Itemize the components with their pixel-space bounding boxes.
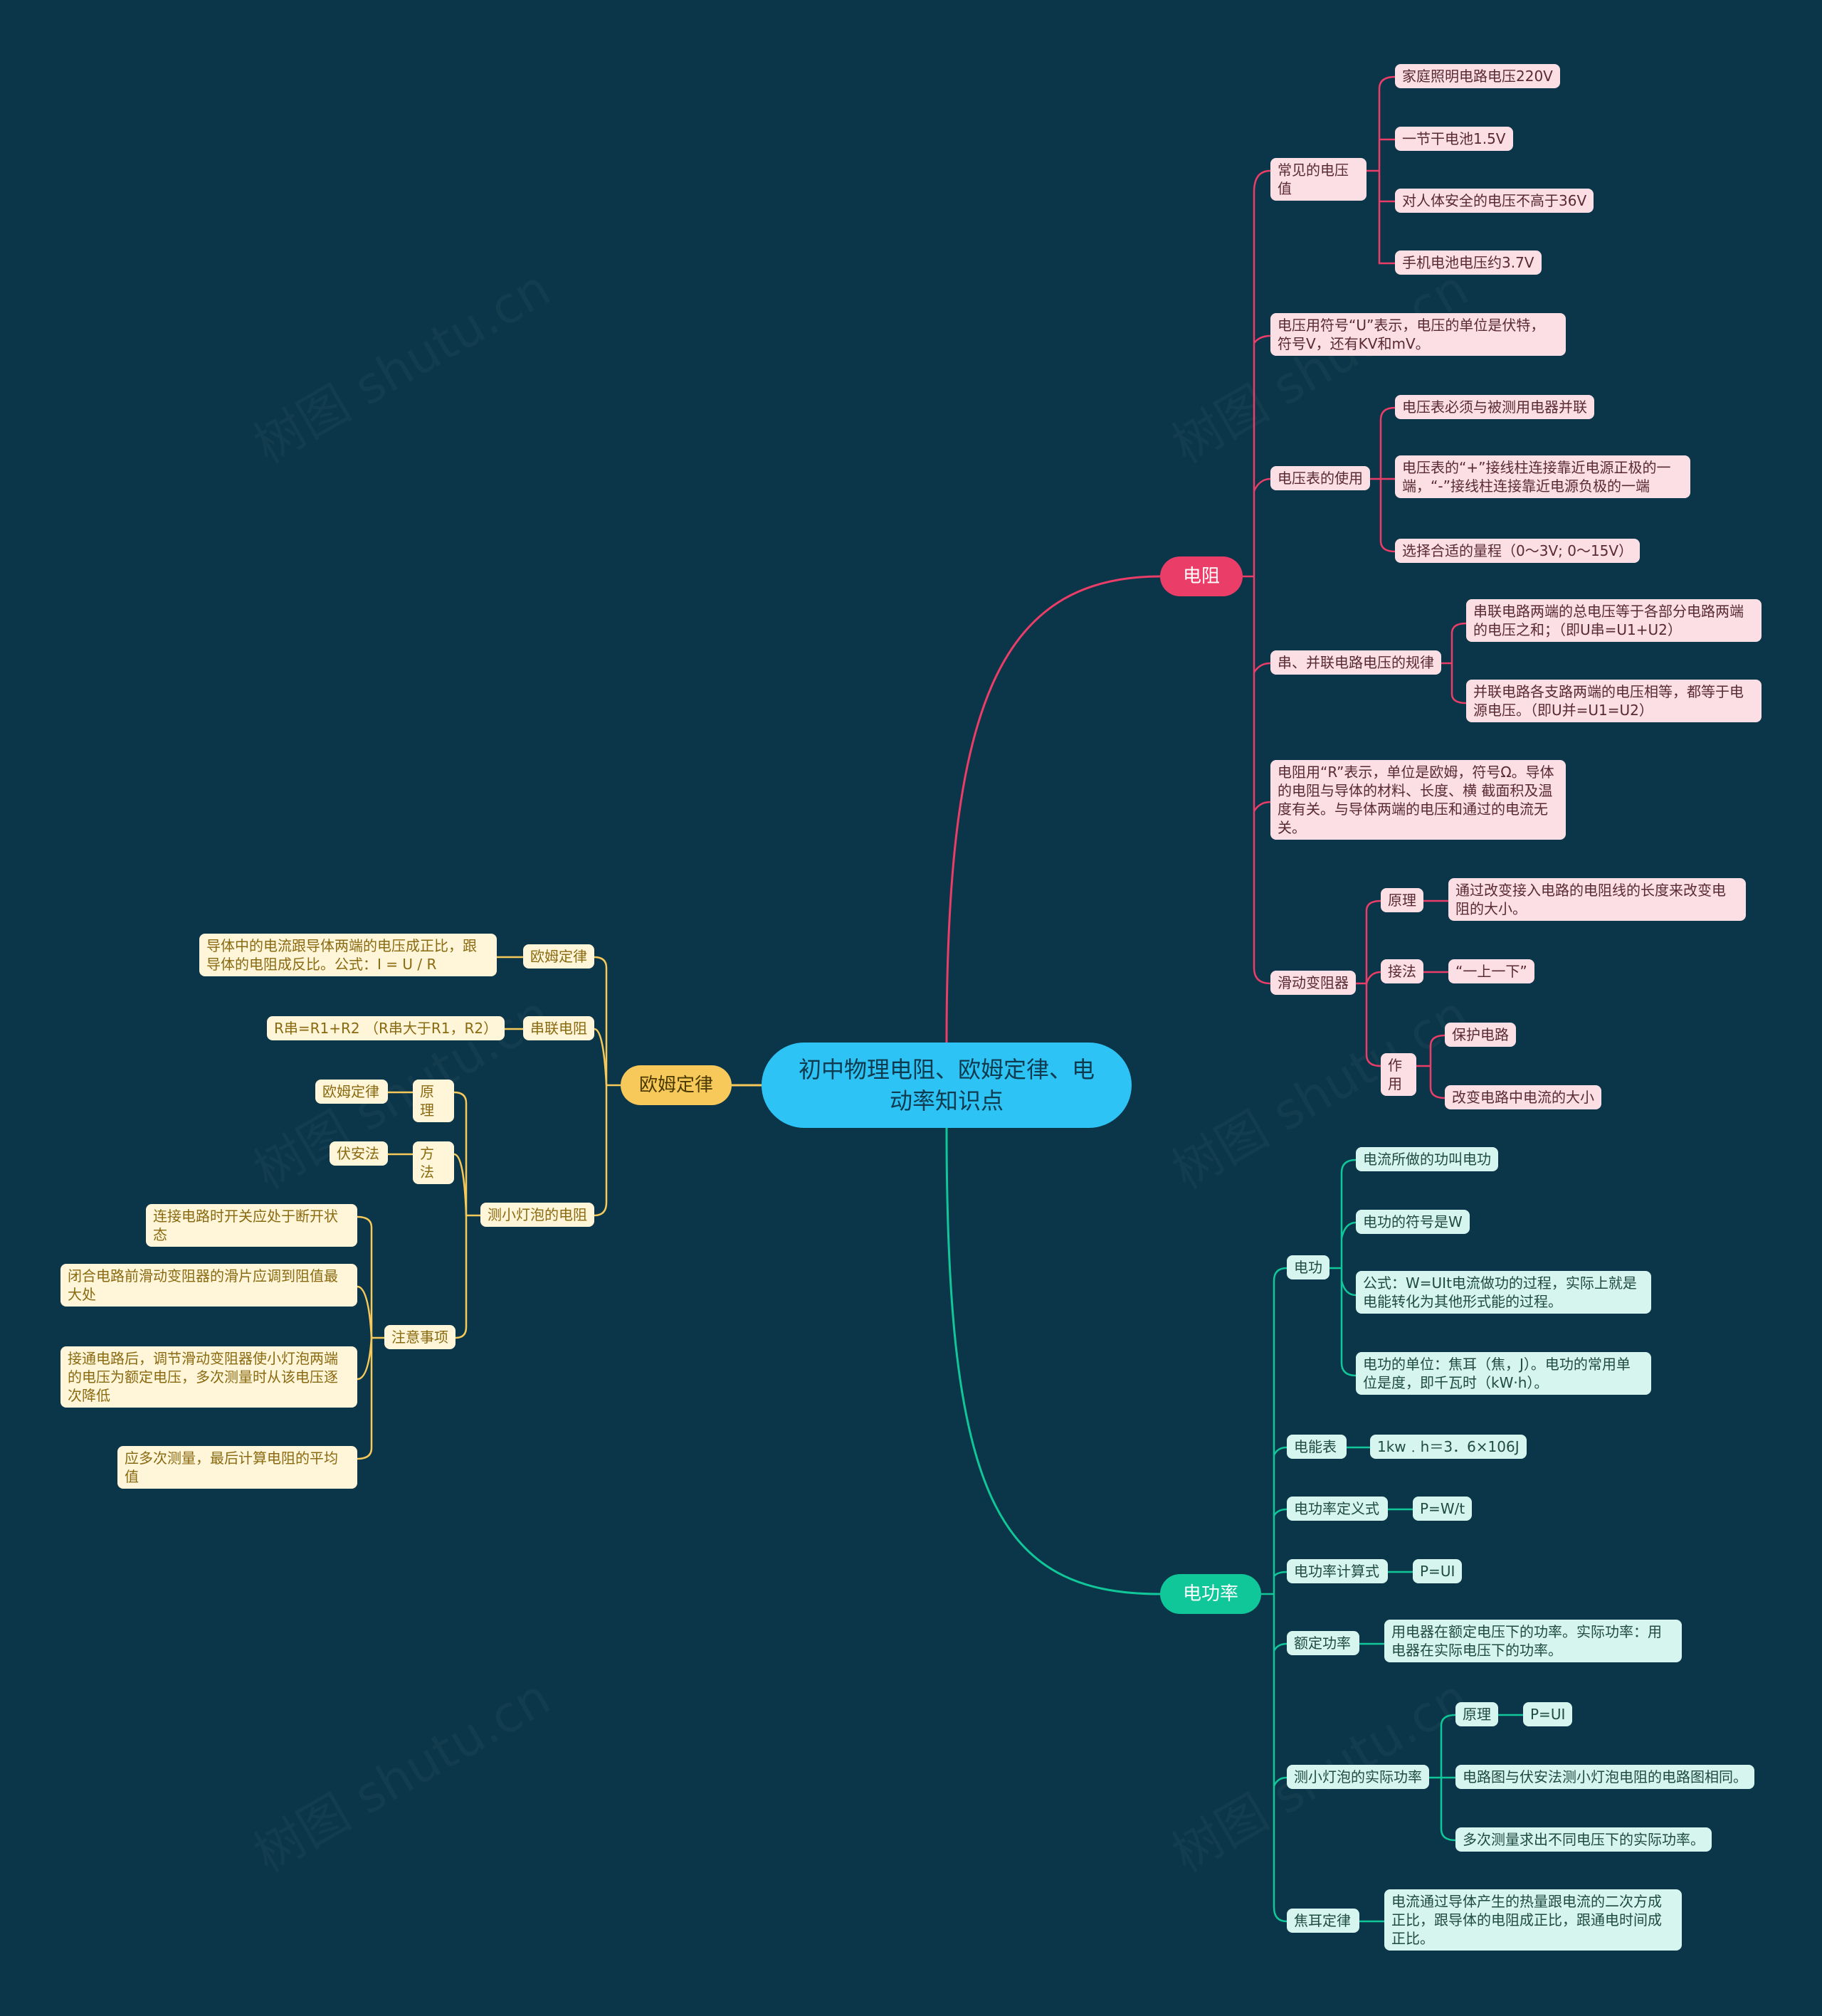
measure-item[interactable]: 电路图与伏安法测小灯泡电阻的电路图相同。 xyxy=(1455,1765,1754,1789)
rheostat-principle-text[interactable]: 通过改变接入电路的电阻线的长度来改变电阻的大小。 xyxy=(1448,878,1746,921)
series-parallel-item[interactable]: 并联电路各支路两端的电压相等，都等于电源电压。（即U并=U1=U2） xyxy=(1466,680,1762,722)
ohm-law-value[interactable]: 导体中的电流跟导体两端的电压成正比，跟导体的电阻成反比。公式：I = U / R xyxy=(199,934,497,976)
rheostat[interactable]: 滑动变阻器 xyxy=(1270,971,1356,995)
electric-work-item[interactable]: 电流所做的功叫电功 xyxy=(1356,1147,1498,1171)
voltmeter-usage[interactable]: 电压表的使用 xyxy=(1270,466,1370,490)
bulb-note-item[interactable]: 接通电路后，调节滑动变阻器使小灯泡两端的电压为额定电压，多次测量时从该电压逐次降… xyxy=(60,1346,357,1408)
branch-oumu[interactable]: 欧姆定律 xyxy=(621,1065,732,1105)
voltage-common[interactable]: 常见的电压值 xyxy=(1270,158,1366,201)
bulb-note-item[interactable]: 闭合电路前滑动变阻器的滑片应调到阻值最大处 xyxy=(60,1264,357,1307)
root-topic[interactable]: 初中物理电阻、欧姆定律、电动率知识点 xyxy=(762,1043,1132,1128)
bulb-notes[interactable]: 注意事项 xyxy=(384,1325,456,1349)
voltmeter-item[interactable]: 电压表的“+”接线柱连接靠近电源正极的一端，“-”接线柱连接靠近电源负极的一端 xyxy=(1395,455,1690,498)
rheostat-function-item[interactable]: 保护电路 xyxy=(1445,1023,1516,1047)
measure-principle-value[interactable]: P=UI xyxy=(1523,1702,1573,1726)
bulb-note-item[interactable]: 应多次测量，最后计算电阻的平均值 xyxy=(117,1446,357,1489)
rheostat-function[interactable]: 作用 xyxy=(1381,1053,1416,1096)
electric-work-item[interactable]: 电功的单位：焦耳（焦，J）。电功的常用单位是度，即千瓦时（kW·h）。 xyxy=(1356,1352,1651,1395)
bulb-principle[interactable]: 原理 xyxy=(413,1080,454,1122)
voltmeter-item[interactable]: 选择合适的量程（0～3V; 0～15V） xyxy=(1395,539,1641,563)
joule-law-value[interactable]: 电流通过导体产生的热量跟电流的二次方成正比，跟导体的电阻成正比，跟通电时间成正比… xyxy=(1384,1889,1682,1951)
electric-work-item[interactable]: 公式：W=UIt电流做功的过程，实际上就是电能转化为其他形式能的过程。 xyxy=(1356,1271,1651,1314)
bulb-principle-value[interactable]: 欧姆定律 xyxy=(315,1080,388,1104)
measure-principle[interactable]: 原理 xyxy=(1455,1702,1498,1726)
rheostat-function-item[interactable]: 改变电路中电流的大小 xyxy=(1445,1085,1601,1109)
measure-actual-power[interactable]: 测小灯泡的实际功率 xyxy=(1287,1765,1429,1789)
voltage-common-item[interactable]: 一节干电池1.5V xyxy=(1395,127,1513,151)
energy-meter-value[interactable]: 1kw﹒h＝3．6×106J xyxy=(1370,1435,1527,1459)
branch-gonglv-label: 电功率 xyxy=(1182,1583,1238,1605)
branch-dianzu-label: 电阻 xyxy=(1182,566,1220,587)
series-parallel-rule[interactable]: 串、并联电路电压的规律 xyxy=(1270,650,1441,675)
rated-power[interactable]: 额定功率 xyxy=(1287,1631,1359,1655)
rheostat-principle[interactable]: 原理 xyxy=(1381,888,1423,912)
power-calc-value[interactable]: P=UI xyxy=(1413,1559,1463,1583)
energy-meter[interactable]: 电能表 xyxy=(1287,1435,1347,1459)
series-parallel-item[interactable]: 串联电路两端的总电压等于各部分电路两端的电压之和；（即U串=U1+U2） xyxy=(1466,599,1762,642)
electric-work[interactable]: 电功 xyxy=(1287,1255,1329,1279)
power-calc[interactable]: 电功率计算式 xyxy=(1287,1559,1388,1583)
resistance-definition[interactable]: 电阻用“R”表示，单位是欧姆，符号Ω。导体的电阻与导体的材料、长度、横 截面积及… xyxy=(1270,760,1566,840)
voltage-common-item[interactable]: 对人体安全的电压不高于36V xyxy=(1395,189,1594,213)
bulb-method[interactable]: 方法 xyxy=(413,1141,454,1184)
series-resistance[interactable]: 串联电阻 xyxy=(523,1016,594,1040)
voltage-common-item[interactable]: 家庭照明电路电压220V xyxy=(1395,64,1560,88)
root-title: 初中物理电阻、欧姆定律、电动率知识点 xyxy=(798,1056,1095,1114)
power-definition-value[interactable]: P=W/t xyxy=(1413,1497,1473,1521)
voltage-symbol[interactable]: 电压用符号“U”表示，电压的单位是伏特，符号V，还有KV和mV。 xyxy=(1270,313,1566,356)
branch-oumu-label: 欧姆定律 xyxy=(638,1075,713,1096)
series-resistance-value[interactable]: R串=R1+R2 （R串大于R1，R2） xyxy=(267,1016,505,1040)
joule-law[interactable]: 焦耳定律 xyxy=(1287,1909,1359,1933)
bulb-method-value[interactable]: 伏安法 xyxy=(330,1141,388,1166)
ohm-law[interactable]: 欧姆定律 xyxy=(523,944,594,969)
rated-power-value[interactable]: 用电器在额定电压下的功率。实际功率：用电器在实际电压下的功率。 xyxy=(1384,1620,1682,1662)
bulb-note-item[interactable]: 连接电路时开关应处于断开状态 xyxy=(146,1204,357,1247)
voltage-common-item[interactable]: 手机电池电压约3.7V xyxy=(1395,250,1542,275)
branch-dianzu[interactable]: 电阻 xyxy=(1160,556,1243,596)
rheostat-wiring-text[interactable]: “一上一下” xyxy=(1448,959,1534,983)
electric-work-item[interactable]: 电功的符号是W xyxy=(1356,1210,1470,1234)
voltmeter-item[interactable]: 电压表必须与被测用电器并联 xyxy=(1395,395,1594,419)
measure-bulb-resistance[interactable]: 测小灯泡的电阻 xyxy=(480,1203,594,1227)
branch-gonglv[interactable]: 电功率 xyxy=(1160,1574,1261,1614)
power-definition[interactable]: 电功率定义式 xyxy=(1287,1497,1388,1521)
rheostat-wiring[interactable]: 接法 xyxy=(1381,959,1423,983)
measure-item[interactable]: 多次测量求出不同电压下的实际功率。 xyxy=(1455,1827,1712,1852)
